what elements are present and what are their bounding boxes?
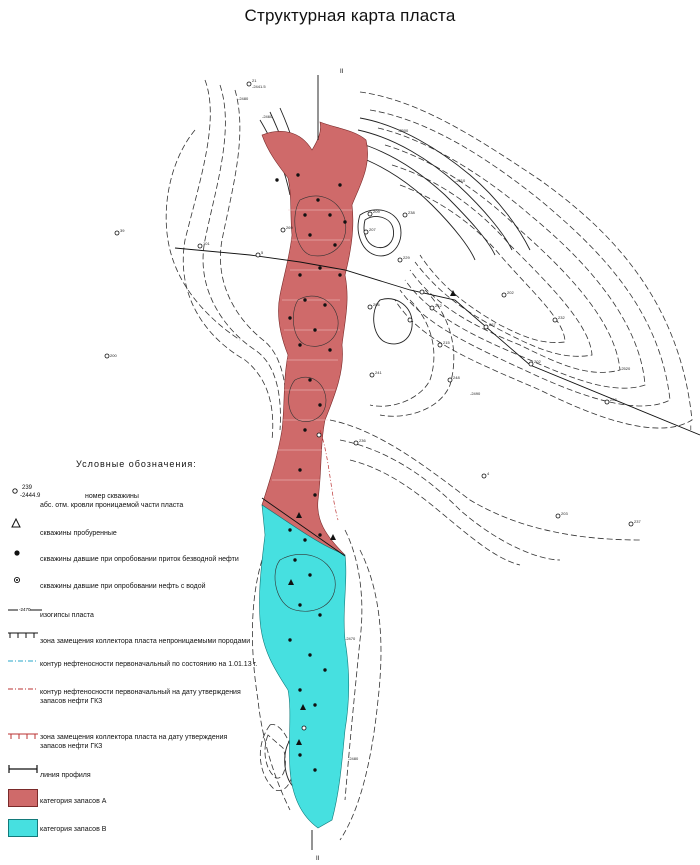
svg-text:-2500: -2500 [398,128,409,133]
legend-sample-elevation: -2444.9 [20,493,41,499]
well-label: 236 [359,438,366,443]
legend-contour-gkz-1: контур нефтеносности первоначальный на д… [40,689,241,696]
legend-oil-water-wells: скважины давшие при опробовании нефть с … [40,583,206,590]
legend-triangle-icon [11,517,21,528]
well-label: 267 [489,322,496,327]
legend-abs-elevation: абс. отм. кровли проницаемой части пласт… [40,502,184,509]
legend-replacement-symbol [8,632,38,638]
wells-tested [288,290,456,745]
well-label: 39 [120,228,125,233]
isolines-dashed [165,79,693,841]
well-label: 200 [110,353,117,358]
legend-category-a-swatch [8,789,38,807]
legend-tested-wells: скважины пробуренные [40,530,117,537]
legend-category-b-swatch [8,819,38,837]
category-b-area [259,504,350,829]
well-label: 202 [534,359,541,364]
well-labels: 21 -2441.5 39 101 5 200 269 209 207 238 … [110,78,641,524]
profile-label-top: II [340,69,344,75]
legend-replacement-gkz-1: зона замещения коллектора пласта на дату… [40,734,228,741]
legend-isoline-symbol: -2470 [8,606,42,612]
wells-producing [275,173,347,772]
well-label: 212 [435,303,442,308]
profile-label-bottom: II [316,856,320,862]
legend-category-a: категория запасов А [40,798,107,805]
well-label: 237 [634,519,641,524]
well-label: 21 [252,78,257,83]
well-label: 209 [373,209,380,214]
legend-contour-initial: контур нефтеносности первоначальный по с… [40,661,258,668]
contour-labels: -2480 -2460 -2500 -2510 -2490 -2520 -247… [238,96,631,761]
legend-profile-line-symbol [8,765,38,773]
legend-contour-initial-symbol [8,660,38,662]
well-label: 101 [203,241,210,246]
well-label: 5 [261,250,264,255]
category-a-hatch [272,209,352,481]
profile-lines [174,75,700,850]
well-label: 203 [561,511,568,516]
well-label: 4 [487,471,490,476]
legend-contour-gkz-symbol [8,688,38,690]
well-label: 248 [453,375,460,380]
legend-replacement-gkz-symbol [8,733,38,739]
legend-isoline-label: -2470 [19,607,31,612]
legend-sample-number: 239 [22,485,33,491]
legend-oil-well-icon [14,550,20,556]
svg-text:-2480: -2480 [238,96,249,101]
well-label: 241 [375,370,382,375]
svg-text:-2490: -2490 [470,391,481,396]
well-label: 238 [408,210,415,215]
svg-text:-2510: -2510 [455,178,466,183]
well-label: 208 [610,397,617,402]
legend-category-b: категория запасов В [40,826,107,833]
well-label: 215 [443,340,450,345]
legend-replacement-zone: зона замещения коллектора пласта непрони… [40,638,251,645]
legend-well-symbol [12,488,18,494]
map-title: Структурная карта пласта [244,6,456,25]
well-label: 269 [286,225,293,230]
contour-gkz [319,429,339,521]
wells-open [104,81,634,731]
legend-oil-wells: скважины давшие при опробовании приток б… [40,556,239,563]
legend-contour-gkz-2: запасов нефти ГКЗ [40,698,103,705]
well-label: 206 [373,302,380,307]
svg-text:-2520: -2520 [620,366,631,371]
well-label: 232 [558,315,565,320]
well-label: 207 [369,227,376,232]
svg-text:-2480: -2480 [348,756,359,761]
legend-heading: Условные обозначения: [76,459,197,469]
svg-text:-2470: -2470 [345,636,356,641]
well-label: 202 [507,290,514,295]
profile-label-east: I [690,426,692,432]
legend-isolines: изогипсы пласта [40,612,94,619]
category-a-area [261,121,368,556]
legend-profile-line: линия профиля [40,772,91,779]
svg-text:-2460: -2460 [262,114,273,119]
legend-oil-water-icon [13,576,21,584]
well-label: -2441.5 [252,84,266,89]
well-label: 229 [403,255,410,260]
legend-replacement-gkz-2: запасов нефти ГКЗ [40,743,103,750]
inner-isolines [274,195,347,612]
legend-well-number: номер скважины [85,493,139,500]
